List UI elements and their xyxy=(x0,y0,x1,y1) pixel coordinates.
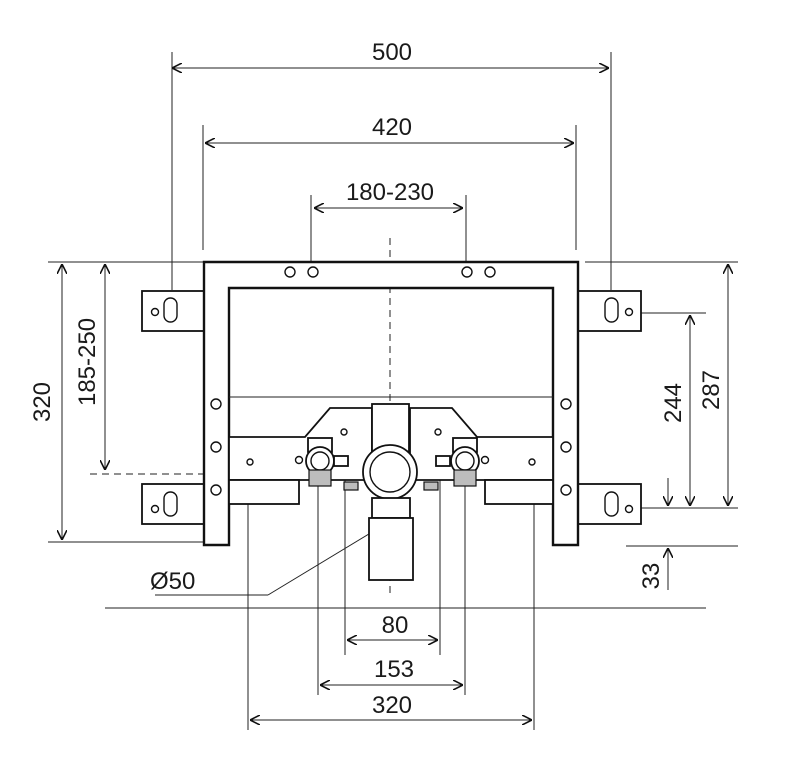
hole xyxy=(340,428,348,436)
valve-left xyxy=(294,437,349,487)
slot xyxy=(604,491,619,517)
dim-connection-spacing: 180-230 xyxy=(346,179,434,206)
hole xyxy=(434,428,442,436)
dimension-labels: 500 420 180-230 320 185-250 244 287 33 Ø… xyxy=(29,39,725,719)
foot-left xyxy=(228,479,300,505)
foot-right xyxy=(484,479,554,505)
slot xyxy=(604,297,619,323)
dim-height-total: 320 xyxy=(29,382,56,422)
dim-spacing-outer: 320 xyxy=(372,692,412,719)
drain-pipe xyxy=(343,403,439,581)
hole xyxy=(307,266,319,278)
hole xyxy=(624,504,634,514)
extension-lines xyxy=(48,52,738,730)
dim-drain-diameter: Ø50 xyxy=(150,568,195,595)
hole xyxy=(150,504,160,514)
hole xyxy=(560,441,572,453)
dim-spacing-inner: 80 xyxy=(382,612,409,639)
dim-height-right-b: 287 xyxy=(698,370,725,410)
holes xyxy=(150,266,634,517)
hole xyxy=(560,484,572,496)
dim-offset-bottom: 33 xyxy=(638,563,665,590)
dim-width-frame: 420 xyxy=(372,114,412,141)
dim-height-adjust: 185-250 xyxy=(74,318,101,406)
slot xyxy=(163,491,178,517)
dim-spacing-mid: 153 xyxy=(374,656,414,683)
frame-body xyxy=(202,260,580,547)
dimension-lines xyxy=(62,68,728,720)
hole xyxy=(246,458,254,466)
hole xyxy=(560,398,572,410)
hole xyxy=(210,484,222,496)
dim-height-right-a: 244 xyxy=(660,383,687,423)
hole xyxy=(624,307,634,317)
hole xyxy=(528,458,536,466)
hole xyxy=(210,398,222,410)
valve-right xyxy=(435,437,490,487)
hole xyxy=(150,307,160,317)
hole xyxy=(484,266,496,278)
slot xyxy=(163,297,178,323)
hole xyxy=(461,266,473,278)
hole xyxy=(284,266,296,278)
hole xyxy=(210,441,222,453)
dim-width-outer: 500 xyxy=(372,39,412,66)
